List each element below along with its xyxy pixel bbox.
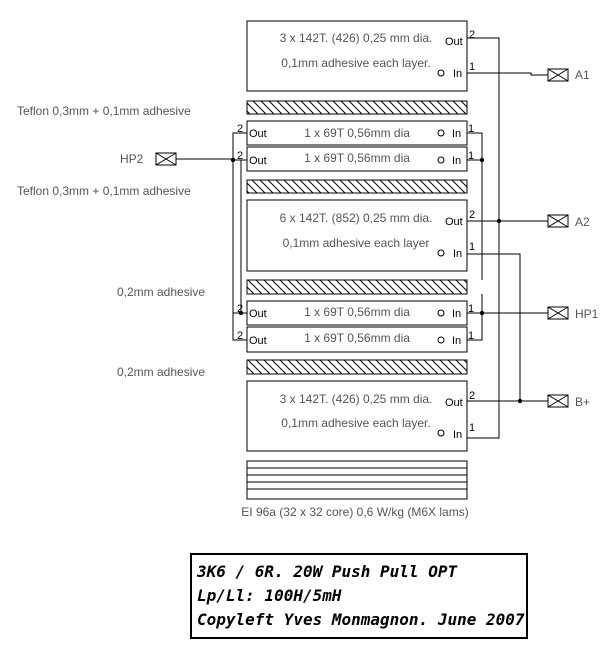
winding-a1-pin-out: 2	[469, 29, 475, 41]
teflon-layer-1	[246, 100, 468, 115]
winding-b-out-label: Out	[445, 397, 463, 409]
teflon-label-1: Teflon 0,3mm + 0,1mm adhesive	[17, 104, 191, 118]
winding-a2-out-label: Out	[445, 216, 463, 228]
winding-b-pin-out: 2	[469, 390, 475, 402]
terminal-bplus: B+	[547, 394, 590, 409]
winding-hp1b-pin-out: 2	[237, 330, 243, 342]
winding-b-spec: 3 x 142T. (426) 0,25 mm dia.	[280, 392, 433, 406]
winding-a1-out-label: Out	[445, 36, 463, 48]
winding-a1: 3 x 142T. (426) 0,25 mm dia. 0,1mm adhes…	[246, 20, 475, 92]
terminal-a2: A2	[547, 214, 590, 229]
winding-a1-start-dot	[437, 69, 445, 77]
winding-hp1b-spec: 1 x 69T 0,56mm dia	[304, 331, 410, 345]
winding-hp1b: Out 1 x 69T 0,56mm dia In 2 1	[237, 326, 474, 353]
wiring	[176, 37, 548, 439]
terminal-hp1: HP1	[547, 306, 599, 321]
adhesive-layer-2	[246, 359, 468, 375]
core-laminations	[246, 460, 468, 500]
winding-a2: 6 x 142T. (852) 0,25 mm dia. 0,1mm adhes…	[246, 199, 475, 272]
adhesive-label-2: 0,2mm adhesive	[117, 365, 205, 379]
title-block: 3K6 / 6R. 20W Push Pull OPT Lp/Ll: 100H/…	[190, 553, 528, 639]
winding-hp2b-out-label: Out	[249, 155, 267, 167]
winding-b-in-label: In	[453, 429, 462, 441]
winding-hp2b-spec: 1 x 69T 0,56mm dia	[304, 151, 410, 165]
winding-hp2b-pin-in: 1	[468, 150, 474, 162]
winding-hp1b-in-label: In	[452, 335, 461, 347]
winding-a1-adhesive: 0,1mm adhesive each layer.	[281, 56, 430, 70]
winding-hp1a: Out 1 x 69T 0,56mm dia In 2 1	[237, 300, 474, 326]
winding-hp1a-start-dot	[437, 309, 445, 317]
winding-hp2b-start-dot	[437, 156, 445, 164]
winding-a1-spec: 3 x 142T. (426) 0,25 mm dia.	[280, 31, 433, 45]
teflon-layer-2	[246, 179, 468, 194]
terminal-a1: A1	[547, 68, 590, 82]
terminal-a2-label: A2	[575, 215, 590, 229]
winding-a2-pin-out: 2	[469, 209, 475, 221]
winding-hp1a-pin-out: 2	[237, 303, 243, 315]
winding-a2-pin-in: 1	[469, 241, 475, 253]
winding-hp2a-pin-out: 2	[237, 123, 243, 135]
winding-a2-start-dot	[437, 249, 445, 257]
terminal-hp2-label: HP2	[120, 152, 144, 166]
winding-b-pin-in: 1	[469, 422, 475, 434]
terminal-bplus-label: B+	[575, 395, 590, 409]
winding-hp2a-pin-in: 1	[468, 123, 474, 135]
terminal-a1-label: A1	[575, 68, 590, 82]
winding-hp2b-in-label: In	[452, 155, 461, 167]
title-line-1: 3K6 / 6R. 20W Push Pull OPT	[197, 562, 458, 581]
adhesive-label-1: 0,2mm adhesive	[117, 285, 205, 299]
winding-hp1a-pin-in: 1	[468, 303, 474, 315]
winding-hp1a-out-label: Out	[249, 308, 267, 320]
winding-hp1a-in-label: In	[452, 308, 461, 320]
title-line-3: Copyleft Yves Monmagnon. June 2007	[197, 610, 525, 629]
winding-hp2a-spec: 1 x 69T 0,56mm dia	[304, 126, 410, 140]
winding-b-adhesive: 0,1mm adhesive each layer.	[281, 416, 430, 430]
winding-hp2a-out-label: Out	[249, 128, 267, 140]
terminal-hp2: HP2	[120, 152, 177, 166]
winding-hp2b: Out 1 x 69T 0,56mm dia In 2 1	[237, 146, 474, 172]
winding-a2-spec: 6 x 142T. (852) 0,25 mm dia.	[280, 211, 433, 225]
winding-hp2a-in-label: In	[452, 128, 461, 140]
winding-hp1b-start-dot	[437, 336, 445, 344]
winding-hp2a-start-dot	[437, 129, 445, 137]
core-label: EI 96a (32 x 32 core) 0,6 W/kg (M6X lams…	[241, 505, 468, 519]
teflon-label-2: Teflon 0,3mm + 0,1mm adhesive	[17, 184, 191, 198]
winding-hp2b-pin-out: 2	[237, 150, 243, 162]
winding-hp2a: Out 1 x 69T 0,56mm dia In 2 1	[237, 120, 474, 146]
title-line-2: Lp/Ll: 100H/5mH	[197, 586, 342, 605]
winding-b-start-dot	[437, 429, 445, 437]
winding-hp1b-pin-in: 1	[468, 330, 474, 342]
winding-hp1a-spec: 1 x 69T 0,56mm dia	[304, 305, 410, 319]
winding-a1-in-label: In	[453, 68, 462, 80]
winding-a2-adhesive: 0,1mm adhesive each layer	[283, 236, 430, 250]
winding-b: 3 x 142T. (426) 0,25 mm dia. 0,1mm adhes…	[246, 380, 475, 452]
adhesive-layer-1	[246, 279, 468, 295]
winding-hp1b-out-label: Out	[249, 335, 267, 347]
winding-a1-pin-in: 1	[469, 61, 475, 73]
terminal-hp1-label: HP1	[575, 307, 599, 321]
winding-a2-in-label: In	[453, 248, 462, 260]
